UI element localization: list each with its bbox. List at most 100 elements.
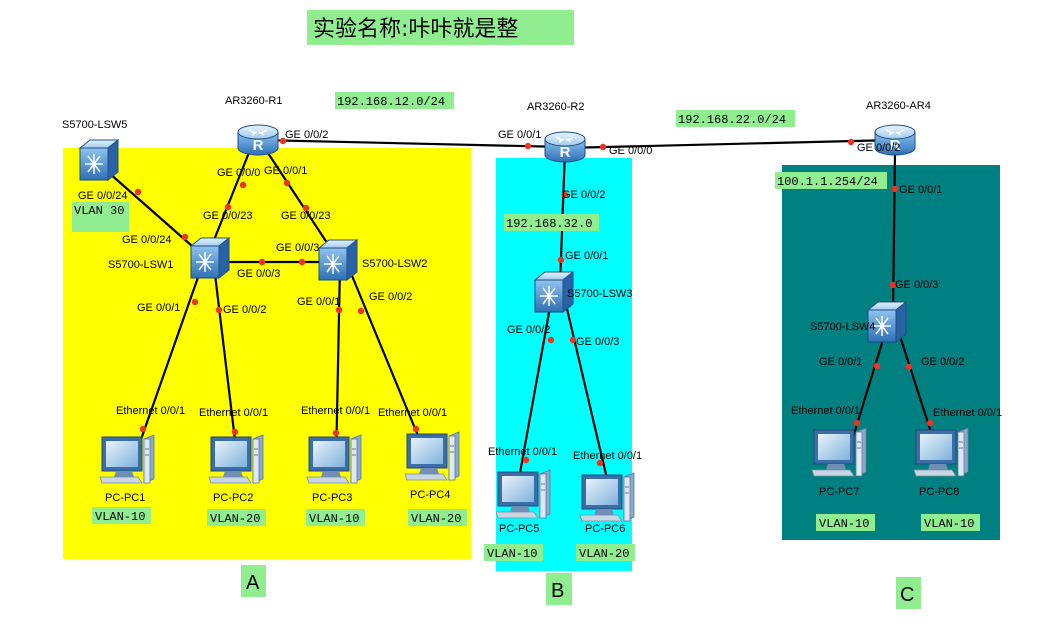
device-label-lsw2: S5700-LSW2: [362, 258, 427, 270]
vlan-tag-bg: [306, 509, 365, 526]
port-label: GE 0/0/1: [565, 250, 608, 262]
device-label-pc5: PC-PC5: [499, 523, 539, 535]
port-label: GE 0/0/24: [122, 234, 172, 246]
device-label-pc4: PC-PC4: [410, 489, 450, 501]
port-label: Ethernet 0/0/1: [116, 405, 185, 417]
port-dot: [412, 425, 420, 433]
port-label: GE 0/0/2: [369, 291, 412, 303]
vlan-label-pc4: VLAN-20: [411, 512, 461, 526]
zone-tag-bg: [546, 573, 572, 605]
port-label: GE 0/0/2: [562, 189, 605, 201]
port-dot: [215, 306, 223, 314]
network-label-r1-r2: 192.168.12.0/24: [337, 95, 445, 109]
port-label: GE 0/0/3: [576, 336, 619, 348]
port-dot: [847, 138, 855, 146]
vlan-label-pc5: VLAN-10: [487, 547, 537, 561]
port-dot: [891, 185, 899, 193]
port-dot: [905, 363, 913, 371]
network-label-lan-c: 100.1.1.254/24: [777, 175, 878, 189]
device-label-pc2: PC-PC2: [213, 492, 253, 504]
port-dot: [239, 181, 247, 189]
port-dot: [181, 233, 189, 241]
vlan-tag-bg: [408, 509, 467, 526]
device-label-lsw1: S5700-LSW1: [108, 259, 173, 271]
port-label: GE 0/0/1: [264, 165, 307, 177]
switch-lsw5[interactable]: [79, 139, 119, 181]
port-label: GE 0/0/1: [297, 296, 340, 308]
port-label: GE 0/0/23: [281, 210, 331, 222]
port-label: GE 0/0/2: [507, 324, 550, 336]
network-tag-bg: [504, 214, 599, 231]
port-dot: [926, 419, 934, 427]
port-label: GE 0/0/1: [819, 356, 862, 368]
port-label: GE 0/0/0: [609, 145, 652, 157]
device-label-lsw4: S5700-LSW4: [810, 321, 875, 333]
port-label: GE 0/0/24: [78, 190, 128, 202]
switch-lsw1[interactable]: [190, 237, 230, 279]
device-label-pc1: PC-PC1: [105, 492, 145, 504]
port-dot: [224, 203, 232, 211]
device-label-pc7: PC-PC7: [819, 486, 859, 498]
port-label: GE 0/0/2: [285, 129, 328, 141]
port-label: Ethernet 0/0/1: [791, 405, 860, 417]
title-tag: [307, 10, 574, 45]
zone-label-b: B: [551, 580, 564, 602]
port-label: GE 0/0/2: [857, 142, 900, 154]
switch-lsw2[interactable]: [318, 239, 358, 281]
device-label-r2: AR3260-R2: [527, 101, 584, 113]
router-r2[interactable]: [544, 131, 586, 163]
link-r2-ar4: [564, 138, 896, 150]
port-dot: [557, 256, 565, 264]
network-tag-bg: [775, 172, 887, 189]
vlan-tag-bg: [576, 544, 635, 561]
port-dot: [569, 336, 577, 344]
device-label-pc3: PC-PC3: [312, 492, 352, 504]
vlan-tag-bg: [207, 509, 266, 526]
port-label: Ethernet 0/0/1: [488, 446, 557, 458]
diagram-title: 实验名称:咔咔就是整: [313, 17, 518, 42]
port-dot: [873, 362, 881, 370]
port-markers: [134, 137, 934, 467]
port-dot: [357, 307, 365, 315]
port-dot: [524, 142, 532, 150]
zone-a-area: [63, 148, 471, 559]
port-label: GE 0/0/3: [895, 279, 938, 291]
port-dot: [889, 281, 897, 289]
network-label-lan-b: 192.168.32.0: [506, 217, 592, 231]
port-dot: [298, 258, 306, 266]
port-label: GE 0/0/3: [237, 268, 280, 280]
router-r1[interactable]: [237, 124, 279, 156]
port-dot: [547, 336, 555, 344]
port-dot: [134, 188, 142, 196]
port-label: Ethernet 0/0/1: [199, 407, 268, 419]
port-label: Ethernet 0/0/1: [573, 450, 642, 462]
vlan-label-pc1: VLAN-10: [95, 510, 145, 524]
port-dot: [561, 191, 569, 199]
device-label-pc8: PC-PC8: [919, 486, 959, 498]
port-label: Ethernet 0/0/1: [933, 407, 1002, 419]
link-r1-lsw2: [265, 149, 336, 256]
port-label: GE 0/0/0: [217, 167, 260, 179]
vlan-label-pc2: VLAN-20: [210, 512, 260, 526]
zone-label-c: C: [900, 584, 914, 606]
link-r1-r2: [257, 138, 566, 149]
zone-label-a: A: [246, 572, 260, 594]
port-dot: [332, 429, 340, 437]
port-dot: [231, 428, 239, 436]
vlan-tag-bg: [484, 544, 543, 561]
port-label: GE 0/0/2: [223, 304, 266, 316]
port-dot: [283, 179, 291, 187]
network-label-r2-ar4: 192.168.22.0/24: [678, 113, 786, 127]
vlan-label-pc7: VLAN-10: [819, 517, 869, 531]
vlan-label-pc6: VLAN-20: [579, 547, 629, 561]
port-dot: [279, 137, 287, 145]
port-label: GE 0/0/1: [899, 184, 942, 196]
network-tag-bg: [335, 92, 454, 109]
vlan-label-pc3: VLAN-10: [309, 512, 359, 526]
port-dot: [522, 456, 530, 464]
zone-tag-bg: [241, 565, 266, 597]
port-dot: [139, 425, 147, 433]
device-label-lsw5: S5700-LSW5: [62, 119, 127, 131]
port-label: GE 0/0/23: [203, 210, 253, 222]
port-dot: [258, 258, 266, 266]
